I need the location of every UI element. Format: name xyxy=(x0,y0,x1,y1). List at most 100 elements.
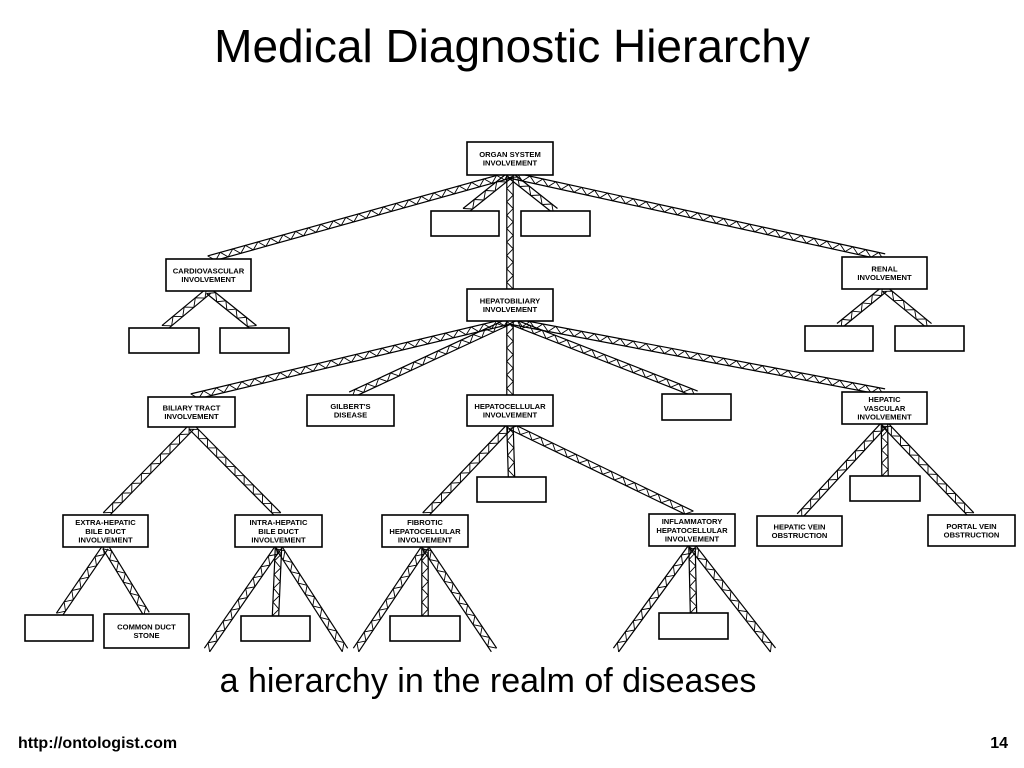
node-blank xyxy=(520,210,591,237)
footer-url[interactable]: http://ontologist.com xyxy=(18,735,178,752)
node-blank xyxy=(661,393,732,421)
node-label-line: RENAL xyxy=(871,265,898,274)
edge-biliary-extra-hepatic xyxy=(102,424,195,518)
diagram-caption: a hierarchy in the realm of diseases xyxy=(219,662,757,700)
edge-cardio-blank-cardio-2 xyxy=(206,288,257,331)
node-box xyxy=(894,325,965,352)
edge-inflammatory-blank-inflammatory xyxy=(688,545,698,614)
node-box xyxy=(219,327,290,354)
node-label-line: INTRA-HEPATIC xyxy=(250,518,308,527)
edge-fibrotic-offscreen-1 xyxy=(352,544,429,653)
edge-hepatocellular-inflammatory xyxy=(508,422,694,518)
edge-inflammatory-offscreen-2 xyxy=(689,543,776,653)
edge-hepatic-vascular-portal-vein xyxy=(881,421,975,518)
node-box xyxy=(804,325,874,352)
node-box xyxy=(466,141,554,176)
edge-renal-blank-renal-1 xyxy=(836,286,887,329)
node-label-line: INVOLVEMENT xyxy=(483,411,538,420)
edge-renal-blank-renal-2 xyxy=(882,286,932,329)
node-box xyxy=(430,210,500,237)
node-box xyxy=(389,615,461,642)
node-label-line: INVOLVEMENT xyxy=(857,273,912,282)
edge-cardio-blank-cardio-1 xyxy=(161,288,211,331)
edge-hepatobiliary-hepatic-vascular xyxy=(509,317,886,396)
edge-biliary-intra-hepatic xyxy=(188,424,282,518)
node-label-line: PORTAL VEIN xyxy=(946,522,996,531)
node-box xyxy=(661,393,732,421)
node-box xyxy=(381,514,469,548)
node-label-line: OBSTRUCTION xyxy=(772,531,828,540)
node-blank xyxy=(658,612,729,640)
edges-layer xyxy=(55,171,975,653)
node-label-line: INFLAMMATORY xyxy=(662,517,723,526)
node-blank xyxy=(389,615,461,642)
node-box xyxy=(927,514,1016,547)
node-blank xyxy=(430,210,500,237)
node-label-line: BILIARY TRACT xyxy=(163,404,221,413)
edge-hepatobiliary-hepatocellular xyxy=(506,320,514,396)
node-label-line: HEPATOCELLULAR xyxy=(474,402,546,411)
edge-extra-hepatic-common-duct xyxy=(102,545,150,616)
node-box xyxy=(240,615,311,642)
node-blank xyxy=(219,327,290,354)
node-label-line: INVOLVEMENT xyxy=(251,535,306,544)
node-box xyxy=(128,327,200,354)
node-label-line: HEPATIC xyxy=(868,395,901,404)
node-blank xyxy=(24,614,94,642)
node-blank xyxy=(128,327,200,354)
node-label-line: ORGAN SYSTEM xyxy=(479,150,541,159)
edge-inflammatory-offscreen-1 xyxy=(612,543,696,653)
page-title: Medical Diagnostic Hierarchy xyxy=(214,20,810,72)
node-box xyxy=(62,514,149,548)
nodes-layer: ORGAN SYSTEMINVOLVEMENTCARDIOVASCULARINV… xyxy=(24,141,1016,649)
node-blank xyxy=(804,325,874,352)
node-box xyxy=(841,256,928,290)
node-label-line: INVOLVEMENT xyxy=(483,159,538,168)
edge-intra-hepatic-offscreen-1 xyxy=(203,544,282,653)
node-label-line: HEPATOBILIARY xyxy=(480,297,540,306)
node-label-line: INVOLVEMENT xyxy=(483,305,538,314)
edge-extra-hepatic-blank-extra xyxy=(55,544,109,618)
node-box xyxy=(103,613,190,649)
node-box xyxy=(849,475,921,502)
node-blank xyxy=(894,325,965,352)
node-label-line: HEPATOCELLULAR xyxy=(656,526,728,535)
node-box xyxy=(165,258,252,292)
node-label-line: STONE xyxy=(133,631,159,640)
edge-organ-renal xyxy=(509,171,886,261)
node-box xyxy=(306,394,395,427)
node-label-line: DISEASE xyxy=(334,411,367,420)
edge-organ-blank-organ-2 xyxy=(507,172,558,214)
edge-fibrotic-blank-fibrotic xyxy=(421,546,429,617)
edge-hepatobiliary-gilbert xyxy=(348,317,512,399)
node-label-line: HEPATIC VEIN xyxy=(773,523,825,532)
node-box xyxy=(147,396,236,428)
node-label-line: HEPATOCELLULAR xyxy=(389,527,461,536)
edge-hepatobiliary-biliary xyxy=(190,317,511,401)
node-blank xyxy=(476,476,547,503)
edge-fibrotic-offscreen-2 xyxy=(421,544,498,653)
node-label-line: CARDIOVASCULAR xyxy=(173,267,245,276)
edge-organ-blank-organ-1 xyxy=(462,172,513,214)
edge-intra-hepatic-offscreen-2 xyxy=(275,544,349,653)
node-box xyxy=(756,515,843,547)
edge-hepatocellular-fibrotic xyxy=(422,423,513,518)
node-label-line: GILBERT'S xyxy=(330,402,370,411)
node-label-line: EXTRA-HEPATIC xyxy=(75,518,136,527)
node-label-line: COMMON DUCT xyxy=(117,623,176,632)
node-label-line: INVOLVEMENT xyxy=(78,535,133,544)
node-box xyxy=(234,514,323,548)
edge-hepatocellular-blank-hepatocellular xyxy=(506,425,516,478)
node-label-line: BILE DUCT xyxy=(258,527,299,536)
